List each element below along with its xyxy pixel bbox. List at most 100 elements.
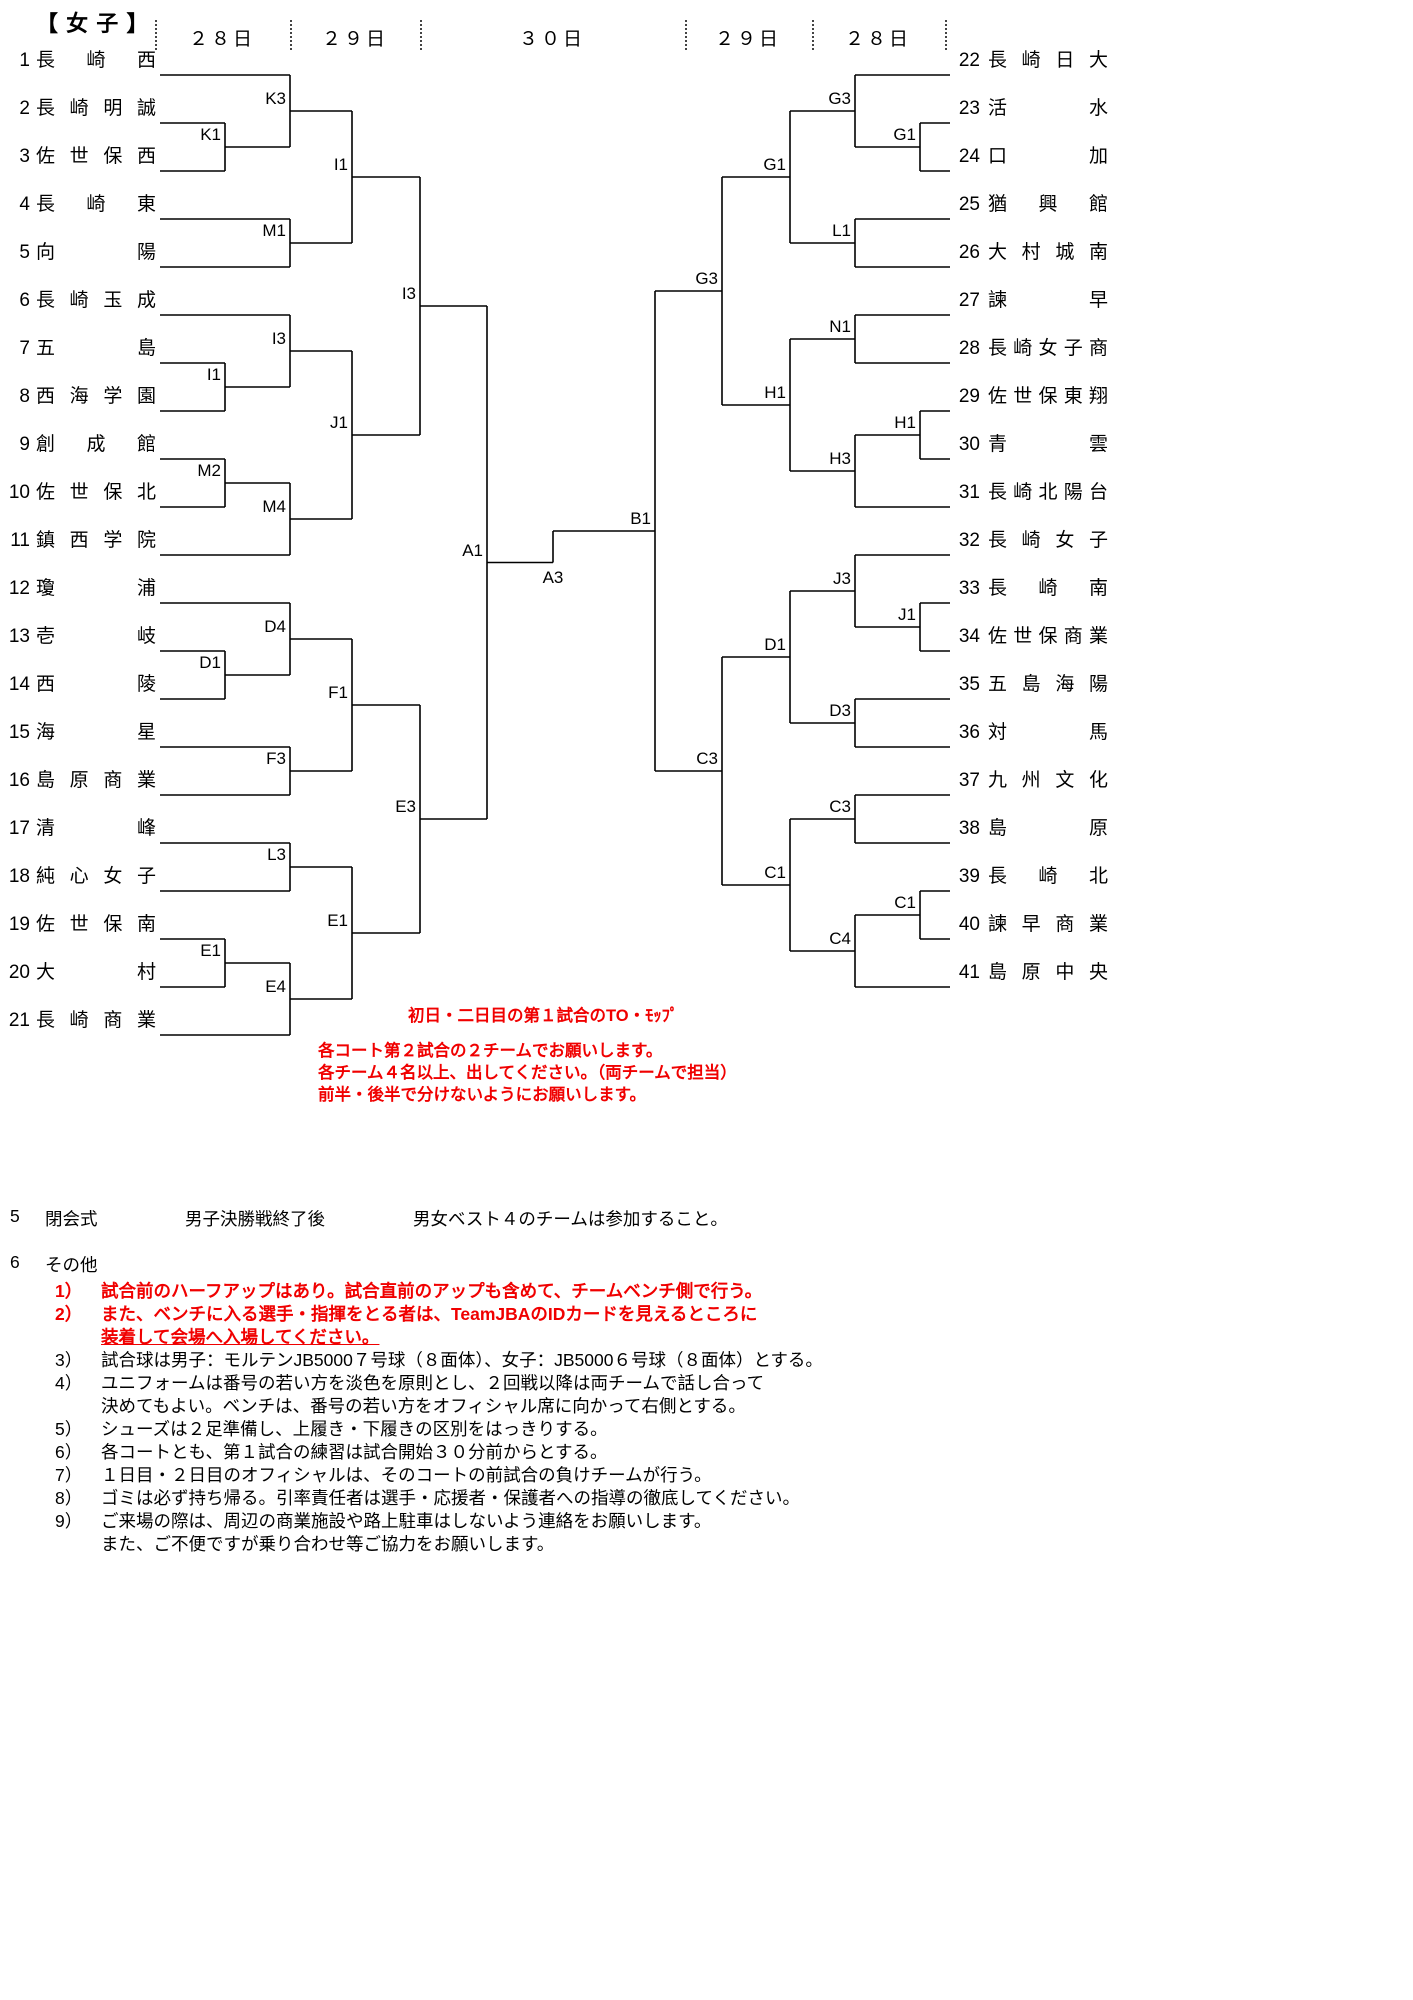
team-seed: 11 [10,530,30,551]
team-name: 島原商業 [36,770,156,791]
team-name: 鎮西学院 [36,530,156,551]
team-seed: 24 [958,146,980,167]
date-header-1: ２８日 [188,29,255,50]
team-name: 大村城南 [988,242,1108,263]
note-item-text: 各コートとも、第１試合の練習は試合開始３０分前からとする。 [101,1442,608,1462]
match-code: C1 [894,893,916,912]
match-code: G3 [695,269,718,288]
team-seed: 2 [19,98,30,119]
match-code: D1 [764,635,786,654]
match-code: G3 [828,89,851,108]
team-name: 壱岐 [36,626,156,647]
team-name: 口加 [988,146,1108,167]
team-name: 五島海陽 [988,674,1108,695]
section-when: 男子決勝戦終了後 [185,1209,325,1229]
note-item-text: ご来場の際は、周辺の商業施設や路上駐車はしないよう連絡をお願いします。また、ご不… [101,1511,712,1554]
team-name: 長崎玉成 [36,290,156,311]
match-code: C3 [829,797,851,816]
team-seed: 30 [958,434,980,455]
match-code: E3 [395,797,416,816]
match-code: D4 [264,617,286,636]
note-item-number: 5） [55,1419,83,1439]
note-item: 5） シューズは２足準備し、上履き・下履きの区別をはっきりする。 [55,1418,1405,1441]
date-header-5: ２８日 [844,29,911,50]
match-code: D3 [829,701,851,720]
team-seed: 9 [19,434,30,455]
team-name: 九州文化 [988,770,1108,791]
section-number: 6 [10,1252,20,1272]
team-seed: 36 [958,722,980,743]
team-seed: 28 [958,338,980,359]
team-name: 西陵 [36,674,156,695]
red-note-line: 各コート第２試合の２チームでお願いします。 [318,1042,663,1060]
team-seed: 23 [958,98,980,119]
team-seed: 32 [958,530,980,551]
section-title: その他 [45,1255,98,1275]
team-seed: 15 [8,722,30,743]
team-name: 猶興館 [988,194,1108,215]
match-code: I3 [401,284,416,303]
date-header-4: ２９日 [714,29,781,50]
team-name: 長崎女子 [988,530,1108,551]
team-seed: 13 [8,626,30,647]
date-separator [155,20,157,50]
date-separator [420,20,422,50]
match-code: I3 [271,329,286,348]
date-separator [945,20,947,50]
red-note-block: 各コート第２試合の２チームでお願いします。 各チーム４名以上、出してください。（… [318,1040,737,1106]
team-name: 西海学園 [36,386,156,407]
team-seed: 10 [8,482,30,503]
match-code: K1 [200,125,221,144]
note-item-number: 1） [55,1281,83,1301]
note-item-number: 7） [55,1465,83,1485]
date-header-3: ３０日 [518,29,585,50]
team-seed: 17 [8,818,30,839]
match-code: J1 [898,605,916,624]
note-item-text: ユニフォームは番号の若い方を淡色を原則とし、２回戦以降は両チームで話し合って決め… [101,1373,765,1416]
note-item-text: ゴミは必ず持ち帰る。引率責任者は選手・応援者・保護者への指導の徹底してください。 [101,1488,800,1508]
match-code: M4 [262,497,286,516]
team-name: 長崎東 [36,194,156,215]
team-seed: 33 [958,578,980,599]
team-name: 諫早 [988,290,1108,311]
note-item-number: 2） [55,1304,83,1324]
team-seed: 22 [958,50,980,71]
note-item: 1） 試合前のハーフアップはあり。試合直前のアップも含めて、チームベンチ側で行う。 [55,1280,1405,1303]
note-item-number: 3） [55,1350,83,1370]
red-note-line: 前半・後半で分けないようにお願いします。 [318,1086,647,1104]
note-item-number: 8） [55,1488,83,1508]
team-name: 清峰 [36,818,156,839]
team-seed: 40 [958,914,980,935]
note-item-number: 9） [55,1511,83,1531]
note-item-text: 試合前のハーフアップはあり。試合直前のアップも含めて、チームベンチ側で行う。 [101,1281,763,1301]
team-seed: 20 [8,962,30,983]
match-code: M1 [262,221,286,240]
match-code: C3 [696,749,718,768]
note-item: 6）各コートとも、第１試合の練習は試合開始３０分前からとする。 [55,1441,1405,1464]
match-code: H3 [829,449,851,468]
match-code: J3 [833,569,851,588]
team-seed: 16 [8,770,30,791]
section-title: 閉会式 [45,1209,98,1229]
match-code: I1 [206,365,221,384]
team-seed: 37 [958,770,980,791]
team-name: 創成館 [36,434,156,455]
team-seed: 35 [958,674,980,695]
team-name: 長崎北陽台 [988,482,1108,503]
note-item-text: シューズは２足準備し、上履き・下履きの区別をはっきりする。 [101,1419,608,1439]
team-name: 向陽 [36,242,156,263]
team-name: 純心女子 [36,866,156,887]
match-code: B1 [630,509,651,528]
match-code: D1 [199,653,221,672]
team-name: 諫早商業 [988,914,1108,935]
match-code: C4 [829,929,851,948]
section-text: 男女ベスト４のチームは参加すること。 [413,1209,728,1229]
note-item: 4）ユニフォームは番号の若い方を淡色を原則とし、２回戦以降は両チームで話し合って… [55,1372,1405,1418]
team-name: 長崎日大 [988,50,1108,71]
team-name: 長崎西 [36,50,156,71]
team-seed: 25 [958,194,980,215]
note-item: 8） ゴミは必ず持ち帰る。引率責任者は選手・応援者・保護者への指導の徹底してくださ… [55,1487,1405,1510]
match-code: H1 [894,413,916,432]
team-seed: 14 [8,674,30,695]
